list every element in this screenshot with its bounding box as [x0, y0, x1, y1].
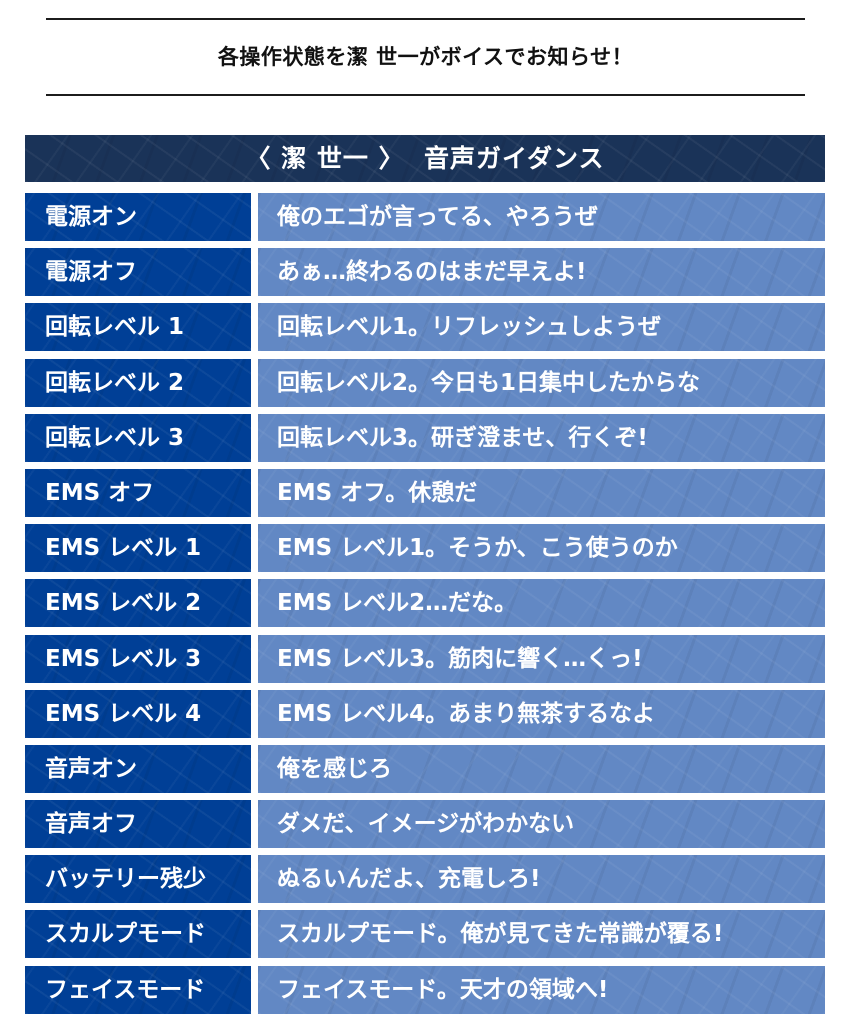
state-cell: EMS レベル 2 [25, 579, 251, 628]
voice-line-cell: フェイスモード。天才の領域へ! [258, 965, 825, 1014]
state-cell: フェイスモード [25, 965, 251, 1014]
cell-divider [251, 910, 258, 959]
state-cell: 回転レベル 1 [25, 303, 251, 352]
page-title: 各操作状態を潔 世一がボイスでお知らせ！ [217, 45, 634, 69]
voice-line-cell: EMS レベル1。そうか、こう使うのか [258, 524, 825, 573]
state-cell: EMS レベル 3 [25, 634, 251, 683]
voice-line-cell: EMS レベル2…だな。 [258, 579, 825, 628]
cell-divider [251, 800, 258, 849]
cell-divider [251, 358, 258, 407]
state-cell: 回転レベル 3 [25, 413, 251, 462]
voice-line-cell: あぁ…終わるのはまだ早えよ! [258, 248, 825, 297]
table-row: 音声オフ ダメだ、イメージがわかない [25, 800, 825, 849]
voice-line-cell: 俺を感じろ [258, 744, 825, 793]
table-row: 回転レベル 2 回転レベル2。今日も1日集中したからな [25, 358, 825, 407]
voice-line-cell: ぬるいんだよ、充電しろ! [258, 855, 825, 904]
table-row: 電源オン 俺のエゴが言ってる、やろうぜ [25, 193, 825, 241]
voice-line-cell: EMS オフ。休憩だ [258, 468, 825, 517]
table-row: 回転レベル 1 回転レベル1。リフレッシュしようぜ [25, 303, 825, 352]
cell-divider [251, 248, 258, 297]
voice-line-cell: EMS レベル4。あまり無茶するなよ [258, 689, 825, 738]
table-row: 回転レベル 3 回転レベル3。研ぎ澄ませ、行くぞ! [25, 413, 825, 462]
state-cell: EMS オフ [25, 468, 251, 517]
cell-divider [251, 193, 258, 241]
voice-line-cell: ダメだ、イメージがわかない [258, 800, 825, 849]
table-row: EMS オフ EMS オフ。休憩だ [25, 468, 825, 517]
cell-divider [251, 855, 258, 904]
voice-guidance-table: 〈 潔 世一 〉 音声ガイダンス 電源オン 俺のエゴが言ってる、やろうぜ 電源オ… [25, 135, 825, 1021]
cell-divider [251, 579, 258, 628]
state-cell: バッテリー残少 [25, 855, 251, 904]
state-cell: 電源オフ [25, 248, 251, 297]
cell-divider [251, 689, 258, 738]
table-row: EMS レベル 1 EMS レベル1。そうか、こう使うのか [25, 524, 825, 573]
voice-line-cell: 回転レベル2。今日も1日集中したからな [258, 358, 825, 407]
voice-line-cell: 回転レベル3。研ぎ澄ませ、行くぞ! [258, 413, 825, 462]
cell-divider [251, 744, 258, 793]
table-row: 電源オフ あぁ…終わるのはまだ早えよ! [25, 248, 825, 297]
voice-line-cell: 俺のエゴが言ってる、やろうぜ [258, 193, 825, 241]
voice-line-cell: スカルプモード。俺が見てきた常識が覆る! [258, 910, 825, 959]
cell-divider [251, 413, 258, 462]
table-row: EMS レベル 3 EMS レベル3。筋肉に響く…くっ! [25, 634, 825, 683]
state-cell: 電源オン [25, 193, 251, 241]
cell-divider [251, 965, 258, 1014]
state-cell: 音声オフ [25, 800, 251, 849]
title-block: 各操作状態を潔 世一がボイスでお知らせ！ [46, 18, 805, 96]
state-cell: EMS レベル 4 [25, 689, 251, 738]
cell-divider [251, 634, 258, 683]
cell-divider [251, 303, 258, 352]
table-header: 〈 潔 世一 〉 音声ガイダンス [25, 135, 825, 182]
table-row: EMS レベル 2 EMS レベル2…だな。 [25, 579, 825, 628]
state-cell: 回転レベル 2 [25, 358, 251, 407]
table-row: EMS レベル 4 EMS レベル4。あまり無茶するなよ [25, 689, 825, 738]
title-bottom-rule [46, 94, 805, 96]
state-cell: EMS レベル 1 [25, 524, 251, 573]
voice-line-cell: EMS レベル3。筋肉に響く…くっ! [258, 634, 825, 683]
voice-line-cell: 回転レベル1。リフレッシュしようぜ [258, 303, 825, 352]
table-row: 音声オン 俺を感じろ [25, 744, 825, 793]
table-row: フェイスモード フェイスモード。天才の領域へ! [25, 965, 825, 1014]
table-row: スカルプモード スカルプモード。俺が見てきた常識が覆る! [25, 910, 825, 959]
state-cell: スカルプモード [25, 910, 251, 959]
state-cell: 音声オン [25, 744, 251, 793]
table-rows: 電源オン 俺のエゴが言ってる、やろうぜ 電源オフ あぁ…終わるのはまだ早えよ! … [25, 193, 825, 1014]
table-row: バッテリー残少 ぬるいんだよ、充電しろ! [25, 855, 825, 904]
cell-divider [251, 524, 258, 573]
title-top-rule [46, 18, 805, 20]
cell-divider [251, 468, 258, 517]
